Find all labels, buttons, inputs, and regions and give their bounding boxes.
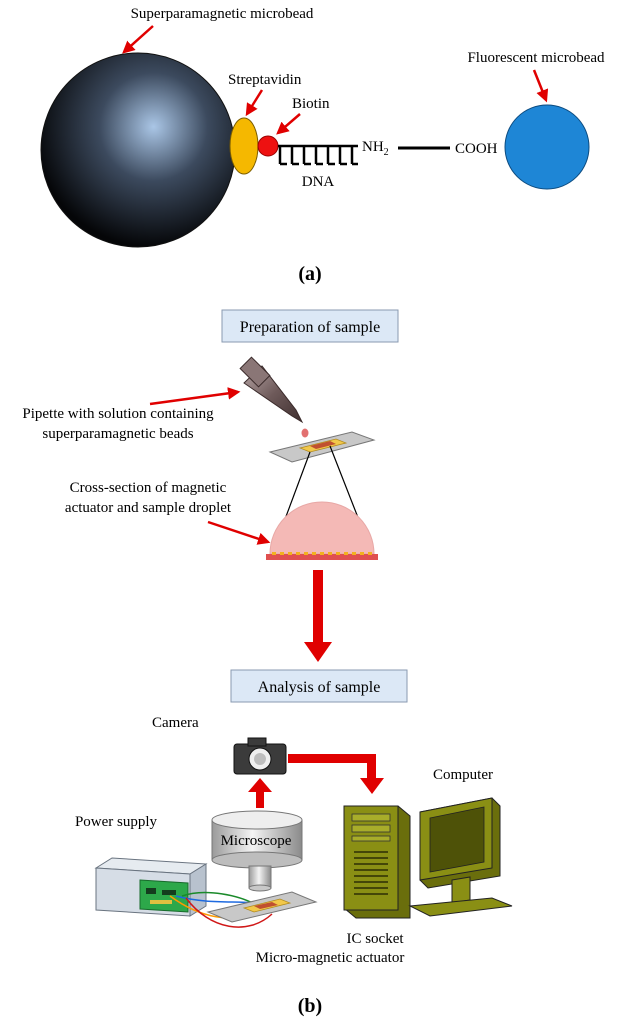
label-cooh: COOH (455, 141, 498, 157)
panel-b: Preparation of sample Pipette with solut… (22, 309, 513, 1017)
label-microscope: Microscope (221, 833, 292, 849)
label-dna: DNA (302, 174, 335, 190)
label-pipette-line2: superparamagnetic beads (42, 426, 193, 442)
actuator-conductors (272, 552, 372, 555)
label-camera: Camera (152, 715, 199, 731)
biotin-shape (257, 135, 279, 157)
conductor-segment (288, 552, 292, 555)
arrow-fluorescent-microbead (532, 69, 549, 103)
streptavidin-shape (229, 117, 259, 175)
conductor-segment (360, 552, 364, 555)
label-nh2-subscript: 2 (384, 147, 389, 158)
label-nh2-base: NH (362, 139, 384, 155)
microscope-icon (211, 810, 303, 892)
preparation-box (221, 309, 399, 343)
arrow-camera-to-computer (288, 754, 384, 794)
caption-a: (a) (298, 263, 321, 285)
label-cross-section-line2: actuator and sample droplet (65, 500, 232, 516)
conductor-segment (280, 552, 284, 555)
conductor-segment (304, 552, 308, 555)
caption-b: (b) (298, 995, 322, 1017)
conductor-segment (336, 552, 340, 555)
label-power-supply: Power supply (75, 814, 158, 830)
actuator-chip-top (268, 431, 376, 463)
process-arrow-down (304, 570, 332, 662)
sample-droplet-cross-section (269, 501, 375, 555)
pipette-icon (239, 356, 309, 438)
power-supply-icon (94, 857, 208, 917)
label-analysis-of-sample: Analysis of sample (258, 679, 381, 696)
label-preparation-of-sample: Preparation of sample (240, 319, 380, 336)
label-cross-section-line1: Cross-section of magnetic (70, 480, 227, 496)
conductor-segment (344, 552, 348, 555)
label-micro-magnetic-actuator: Micro-magnetic actuator (256, 950, 405, 966)
label-ic-socket: IC socket (346, 931, 404, 947)
conductor-segment (312, 552, 316, 555)
label-pipette-line1: Pipette with solution containing (22, 406, 214, 422)
camera-icon (233, 737, 287, 775)
arrow-biotin (276, 113, 301, 135)
computer-monitor-icon (408, 797, 513, 917)
conductor-segment (272, 552, 276, 555)
fluorescent-microbead (504, 104, 590, 190)
label-biotin: Biotin (292, 96, 330, 112)
conductor-segment (320, 552, 324, 555)
conductor-segment (328, 552, 332, 555)
label-nh2: NH2 (362, 139, 389, 158)
analysis-box (230, 669, 408, 703)
conductor-segment (368, 552, 372, 555)
superparamagnetic-microbead (40, 52, 236, 248)
label-superparamagnetic-microbead: Superparamagnetic microbead (131, 6, 314, 22)
conductor-segment (296, 552, 300, 555)
arrow-pipette (149, 387, 241, 406)
label-computer: Computer (433, 767, 493, 783)
arrow-superparamagnetic-microbead (122, 25, 154, 54)
label-streptavidin: Streptavidin (228, 72, 302, 88)
conductor-segment (352, 552, 356, 555)
dna-strand (278, 144, 358, 166)
arrow-streptavidin (245, 89, 264, 117)
micro-magnetic-actuator-board (206, 891, 318, 923)
computer-tower-icon (343, 805, 411, 919)
arrow-microscope-to-camera (248, 778, 272, 808)
label-fluorescent-microbead: Fluorescent microbead (467, 50, 605, 66)
arrow-cross-section (207, 520, 271, 545)
actuator-substrate (266, 554, 378, 560)
droplet-drop-icon (301, 428, 309, 438)
panel-a: Superparamagnetic microbead Streptavidin… (40, 6, 605, 285)
